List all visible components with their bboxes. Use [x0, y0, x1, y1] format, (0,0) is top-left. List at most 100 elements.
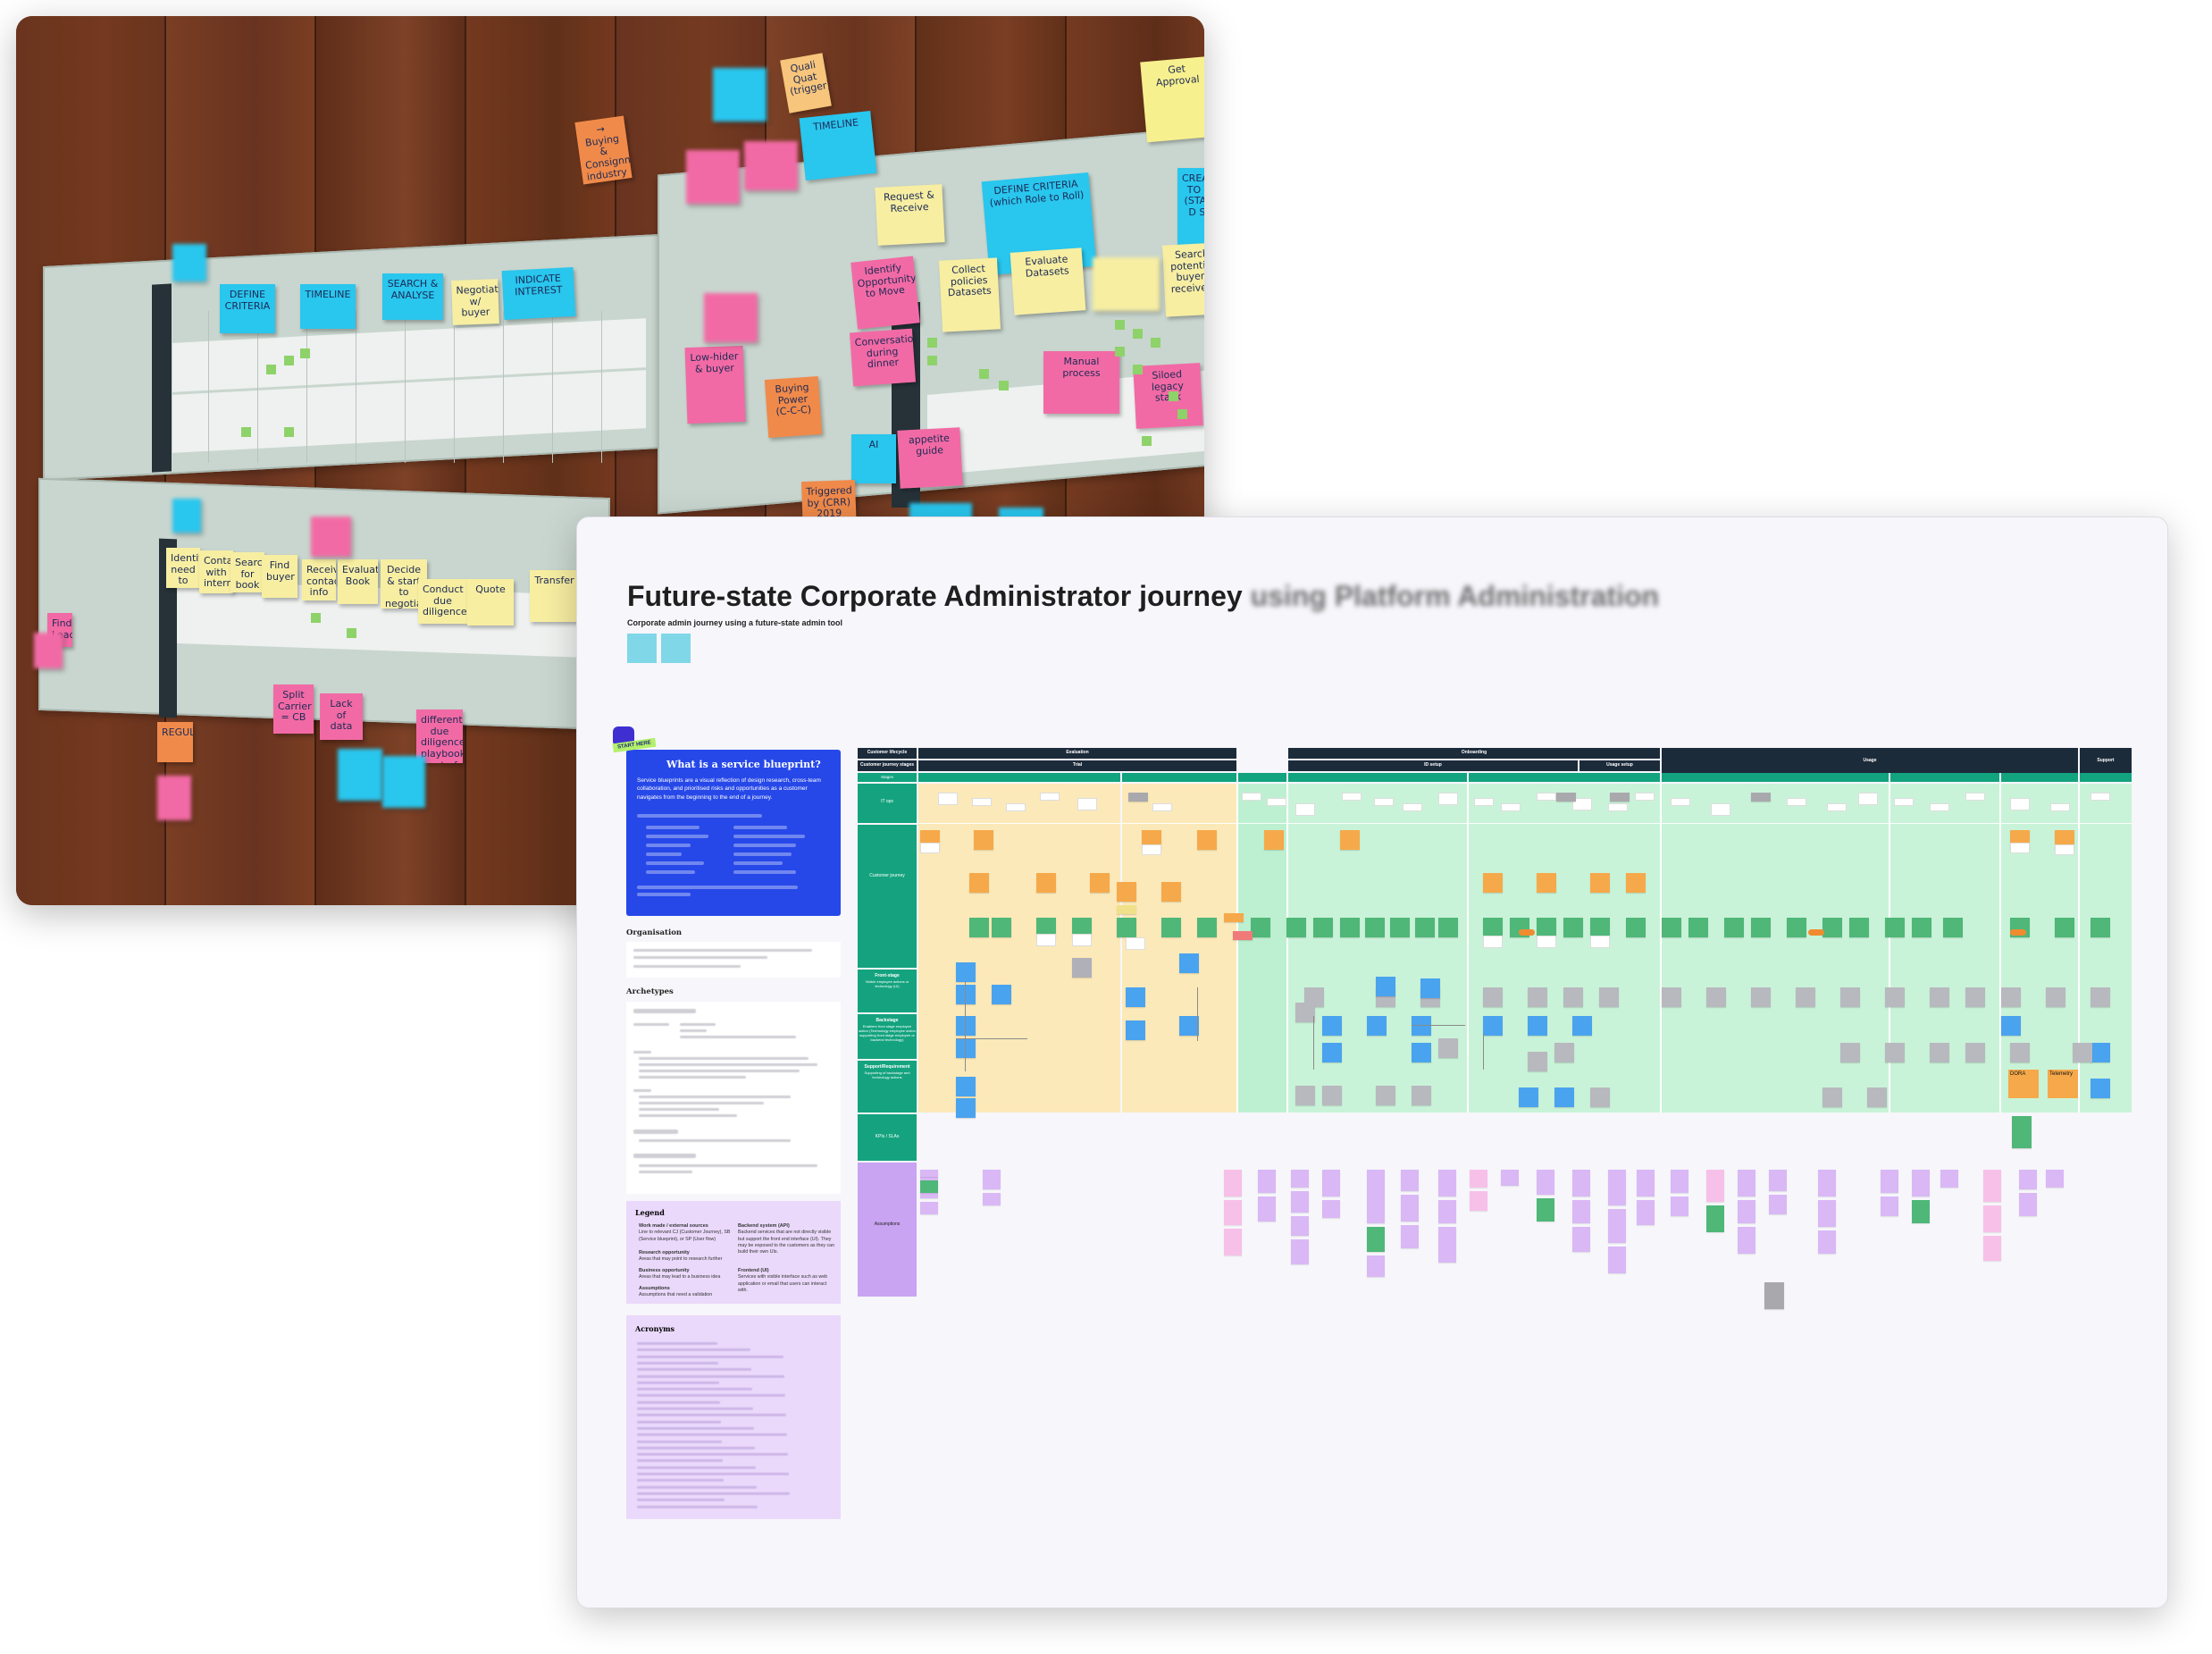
sticky-note: Request & Receive	[875, 184, 945, 246]
assumption-sticky	[1940, 1170, 1958, 1188]
assumption-sticky	[920, 1202, 938, 1214]
backstage-card	[1412, 1016, 1431, 1036]
sticky-note: Evaluate Datasets	[1010, 248, 1086, 315]
sticky-dot	[927, 356, 937, 365]
journey-step	[1943, 918, 1963, 937]
intro-sticky	[661, 634, 691, 663]
sticky-note: INDICATE INTEREST	[501, 266, 576, 321]
front-stage-card	[1179, 953, 1199, 973]
it-ops-note	[1006, 803, 1026, 811]
assumption-sticky	[2046, 1170, 2064, 1188]
assumption-sticky	[1912, 1200, 1930, 1223]
journey-chip	[1224, 913, 1244, 922]
sticky-dot	[927, 338, 937, 348]
blurred-acronym	[637, 1473, 789, 1475]
backstage-card	[956, 1038, 976, 1058]
it-ops-note	[1827, 803, 1847, 811]
front-stage-card	[956, 962, 976, 982]
assumption-sticky	[2019, 1193, 2037, 1216]
sticky-note	[172, 499, 201, 533]
backstage-card	[1554, 1043, 1574, 1062]
journey-note	[1036, 934, 1056, 946]
assumption-sticky	[1738, 1200, 1755, 1223]
sticky-note: Low-hider & buyer	[684, 345, 746, 424]
front-stage-card	[1563, 987, 1583, 1007]
grid-line	[601, 311, 602, 463]
sticky-note: Get Approval	[1140, 55, 1204, 143]
backstage-card	[1965, 1043, 1985, 1062]
journey-step	[992, 918, 1011, 937]
stage-header	[1122, 773, 1236, 782]
it-ops-note	[1403, 803, 1422, 811]
backstage-card	[2073, 1043, 2092, 1062]
sticky-note: SEARCH & ANALYSE	[382, 273, 443, 320]
support-card	[1554, 1087, 1574, 1107]
assumption-sticky	[1881, 1170, 1898, 1193]
header-journey-stages: Customer journey stages	[858, 760, 917, 771]
backstage-card	[2010, 1043, 2030, 1062]
front-stage-card	[1126, 987, 1145, 1007]
assumption-sticky	[1983, 1236, 2001, 1261]
assumption-sticky	[920, 1170, 938, 1177]
sticky-note: Search potential buyers receivers	[1161, 242, 1204, 317]
sticky-dot	[999, 381, 1009, 390]
stage-header	[1662, 773, 1889, 782]
journey-step	[1313, 918, 1333, 937]
front-stage-card	[1751, 987, 1771, 1007]
kpi-sticky	[2012, 1116, 2032, 1148]
journey-sticky	[1117, 882, 1136, 902]
support-card	[2091, 1079, 2110, 1098]
sticky-note	[704, 293, 758, 342]
blurred-acronym	[637, 1446, 755, 1449]
it-ops-note	[1894, 798, 1914, 806]
journey-step	[1197, 918, 1217, 937]
grid-line	[257, 311, 258, 463]
it-ops-note	[1572, 798, 1592, 810]
robot-icon	[613, 726, 634, 744]
sticky-note: TIMELINE	[300, 284, 356, 329]
assumption-sticky	[1769, 1170, 1787, 1191]
row-label-stages: Stages	[858, 773, 917, 782]
row-label-assumptions: Assumptions	[858, 1163, 917, 1297]
journey-step	[1885, 918, 1905, 937]
assumption-sticky	[2019, 1170, 2037, 1189]
it-ops-chip	[1556, 793, 1576, 802]
blurred-acronym	[637, 1465, 756, 1469]
sticky-note	[686, 150, 740, 204]
sticky-dot	[1115, 347, 1125, 357]
assumption-sticky	[1224, 1200, 1242, 1225]
sticky-note: Evaluate Book	[338, 559, 378, 604]
assumption-sticky	[1322, 1170, 1340, 1196]
assumption-sticky	[1706, 1205, 1724, 1232]
stage-header	[1238, 773, 1286, 782]
blurred-acronym	[637, 1440, 722, 1443]
sticky-note: Quali Quat (trigger)	[780, 53, 832, 113]
sticky-dot	[979, 369, 989, 379]
assumption-sticky	[1501, 1170, 1519, 1186]
board-subtitle: Corporate admin journey using a future-s…	[627, 618, 843, 627]
front-stage-card	[1706, 987, 1726, 1007]
assumption-sticky	[1738, 1170, 1755, 1196]
stage-header	[2001, 773, 2078, 782]
sticky-note: Manual process	[1043, 351, 1119, 414]
header-evaluation: Evaluation	[918, 748, 1236, 759]
assumption-sticky	[1769, 1195, 1787, 1214]
journey-sticky	[1537, 873, 1556, 893]
assumption-sticky	[1224, 1229, 1242, 1255]
assumption-sticky	[983, 1193, 1001, 1205]
assumption-sticky	[1224, 1170, 1242, 1196]
archetypes-heading: Archetypes	[626, 987, 674, 996]
it-ops-note	[1635, 793, 1655, 801]
support-card	[1412, 1086, 1431, 1105]
assumption-sticky	[1608, 1209, 1626, 1243]
sticky-dot	[241, 427, 251, 437]
blurred-acronym	[637, 1485, 757, 1489]
sticky-note: Search for book	[230, 552, 264, 592]
sticky-note: Lack of data	[320, 693, 363, 740]
front-stage-card	[1304, 987, 1324, 1007]
